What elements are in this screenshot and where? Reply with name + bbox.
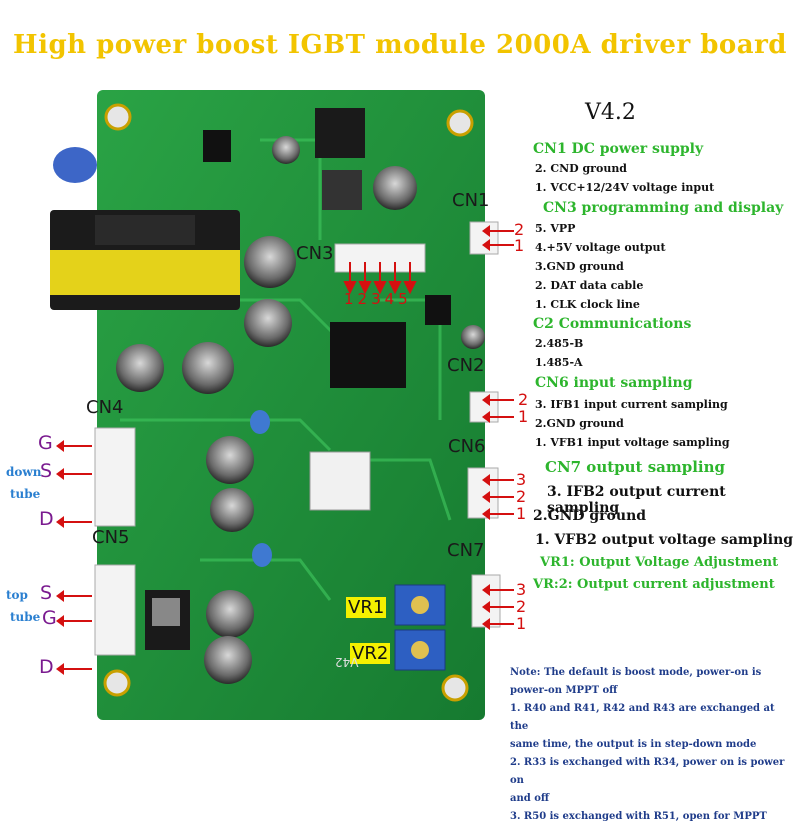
label-vr1: VR1 xyxy=(346,597,387,618)
mcu-chip xyxy=(330,322,406,388)
cn7-pin3: 3. IFB2 output current sampling xyxy=(547,484,726,516)
label-down: down xyxy=(6,465,42,479)
label-cn3: CN3 xyxy=(296,243,334,264)
note-line: Note: The default is boost mode, power-o… xyxy=(510,667,762,678)
cn7-pin2: 2.GND ground xyxy=(533,508,647,524)
note-line: same time, the output is in step-down mo… xyxy=(510,739,757,750)
cn7-header: CN7 output sampling xyxy=(545,458,726,476)
cn3-pin5: 5. VPP xyxy=(535,222,576,235)
cn5-connector xyxy=(94,564,136,656)
pin-cn6-1: 1 xyxy=(516,504,527,523)
pin-cn1-1: 1 xyxy=(514,236,525,255)
label-tube-down: tube xyxy=(10,487,41,501)
label-cn4: CN4 xyxy=(86,397,124,418)
cn2-pin1: 1.485-A xyxy=(535,356,583,369)
arrow-g2 xyxy=(56,615,92,627)
cn1-pin2: 2. CND ground xyxy=(535,162,628,175)
label-cn1: CN1 xyxy=(452,190,490,211)
vr2-desc: VR:2: Output current adjustment xyxy=(533,577,775,592)
arrow-cn7-2 xyxy=(482,601,514,613)
pin-cn1-2: 2 xyxy=(514,220,525,239)
arrow-s2 xyxy=(56,590,92,602)
pin-cn7-3: 3 xyxy=(516,580,527,599)
arrow-g1 xyxy=(56,440,92,452)
label-s2: S xyxy=(40,582,53,604)
label-cn6: CN6 xyxy=(448,436,486,457)
arrow-cn1-2 xyxy=(482,225,514,237)
cn4-connector xyxy=(94,427,136,527)
arrow-cn2-2 xyxy=(482,394,514,406)
ic xyxy=(425,295,451,325)
cn2-pin2: 2.485-B xyxy=(535,337,584,350)
version-label: V4.2 xyxy=(585,100,636,125)
arrow-cn6-3 xyxy=(482,474,514,486)
arrow-d2 xyxy=(56,663,92,675)
cn1-header: CN1 DC power supply xyxy=(533,141,704,157)
pin-cn7-2: 2 xyxy=(516,597,527,616)
connector-block xyxy=(315,108,365,158)
label-cn7: CN7 xyxy=(447,540,485,561)
cn7-pin1: 1. VFB2 output voltage sampling xyxy=(535,532,794,548)
note-line: and off xyxy=(510,793,550,804)
label-cn5: CN5 xyxy=(92,527,130,548)
vr1-desc: VR1: Output Voltage Adjustment xyxy=(540,555,779,570)
cn6-pin2: 2.GND ground xyxy=(535,417,624,430)
note-line: 2. R33 is exchanged with R34, power on i… xyxy=(510,757,785,786)
cn3-pin1: 1. CLK clock line xyxy=(535,298,640,311)
capacitors xyxy=(116,136,485,684)
cn2-header: C2 Communications xyxy=(533,316,692,332)
notes-block: Note: The default is boost mode, power-o… xyxy=(510,664,795,826)
cn6-pin1: 1. VFB1 input voltage sampling xyxy=(535,436,730,449)
cn6-header: CN6 input sampling xyxy=(535,375,693,391)
cn3-pin3: 3.GND ground xyxy=(535,260,624,273)
label-cn3-pins: 12345 xyxy=(344,290,412,308)
label-top: top xyxy=(6,588,28,602)
pin-cn6-2: 2 xyxy=(516,487,527,506)
film-capacitor xyxy=(53,147,97,183)
label-d1: D xyxy=(39,508,54,530)
cn3-header: CN3 programming and display xyxy=(543,200,784,216)
mount-hole xyxy=(104,103,132,131)
pin-cn7-1: 1 xyxy=(516,614,527,633)
label-s1: S xyxy=(40,460,53,482)
pin-cn2-2: 2 xyxy=(518,390,529,409)
label-cn2: CN2 xyxy=(447,355,485,376)
label-g2: G xyxy=(42,607,57,629)
pin-cn6-3: 3 xyxy=(516,470,527,489)
arrow-cn1-1 xyxy=(482,239,514,251)
arrow-cn6-2 xyxy=(482,491,514,503)
note-line: 3. R50 is exchanged with R51, open for M… xyxy=(510,811,767,822)
pin-cn2-1: 1 xyxy=(518,407,529,426)
arrow-cn6-1 xyxy=(482,508,514,520)
optocoupler xyxy=(309,451,371,511)
cn3-pin2: 2. DAT data cable xyxy=(535,279,644,292)
silk-v42: V42 xyxy=(335,655,359,669)
mount-hole xyxy=(441,674,469,702)
arrow-cn7-3 xyxy=(482,584,514,596)
arrow-cn2-1 xyxy=(482,411,514,423)
mount-hole xyxy=(103,669,131,697)
label-g1: G xyxy=(38,432,53,454)
pcb-board-image xyxy=(50,90,501,720)
note-line: power-on MPPT off xyxy=(510,685,618,696)
label-d2: D xyxy=(39,656,54,678)
note-line: 1. R40 and R41, R42 and R43 are exchange… xyxy=(510,703,775,732)
cn3-pin4: 4.+5V voltage output xyxy=(535,241,666,254)
cn1-pin1: 1. VCC+12/24V voltage input xyxy=(535,181,715,194)
mount-hole xyxy=(446,109,474,137)
arrow-d1 xyxy=(56,516,92,528)
label-tube-top: tube xyxy=(10,610,41,624)
cn6-pin3: 3. IFB1 input current sampling xyxy=(535,398,728,411)
ic xyxy=(203,130,231,162)
arrow-cn7-1 xyxy=(482,618,514,630)
arrow-s1 xyxy=(56,468,92,480)
label-vr2: VR2 xyxy=(350,643,391,664)
page-title: High power boost IGBT module 2000A drive… xyxy=(13,30,787,60)
